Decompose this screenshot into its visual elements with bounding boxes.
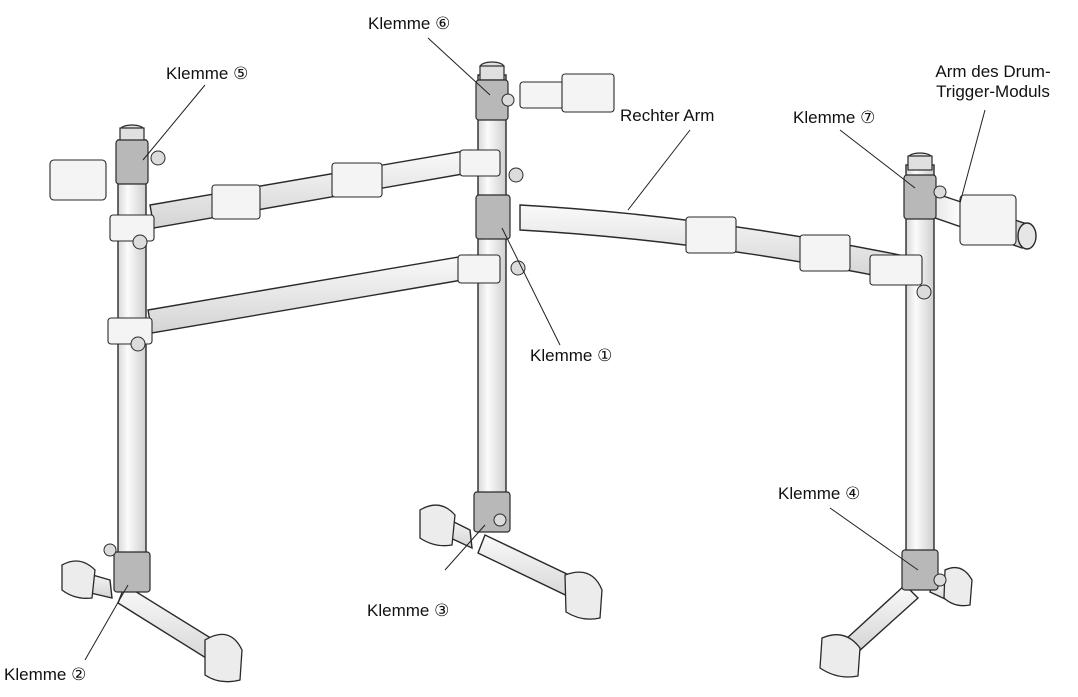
label-clamp4: Klemme ④	[778, 484, 861, 503]
foot-right-front	[819, 634, 861, 678]
clamp-7	[903, 174, 937, 220]
label-clamp5: Klemme ⑤	[166, 64, 249, 83]
leader-clamp4	[829, 507, 919, 571]
clamp-4	[901, 549, 939, 591]
leader-right-arm	[627, 129, 691, 211]
leader-clamp3	[444, 524, 486, 571]
clamp-3	[473, 491, 511, 533]
foot-center-front	[564, 571, 603, 620]
leader-clamp5	[142, 84, 206, 161]
label-module-arm-line1: Arm des Drum-	[935, 62, 1051, 81]
left-post	[117, 139, 147, 571]
foot-right-back	[943, 566, 973, 607]
foot-left-front	[204, 633, 243, 683]
label-right-arm: Rechter Arm	[620, 106, 715, 125]
label-clamp1: Klemme ①	[530, 346, 613, 365]
leader-clamp1	[501, 227, 561, 346]
center-post	[477, 74, 507, 526]
right-base-leg	[843, 584, 920, 653]
label-clamp6: Klemme ⑥	[368, 14, 451, 33]
left-upper-arm	[149, 149, 475, 229]
clamp-5	[115, 139, 149, 185]
clamp-2	[113, 551, 151, 593]
label-module-arm-line2: Trigger-Moduls	[936, 82, 1050, 101]
label-clamp3: Klemme ③	[367, 601, 450, 620]
label-clamp7: Klemme ⑦	[793, 108, 876, 127]
leader-clamp7	[839, 129, 916, 189]
left-lower-arm	[147, 254, 475, 334]
foot-center-back	[419, 504, 456, 547]
label-module-arm: Arm des Drum- Trigger-Moduls	[928, 62, 1058, 102]
foot-left-back	[61, 560, 96, 599]
leader-clamp6	[427, 37, 491, 96]
leader-clamp2	[84, 584, 129, 661]
clamp-1	[475, 194, 511, 240]
right-post	[905, 164, 935, 576]
label-clamp2: Klemme ②	[4, 665, 87, 684]
leader-module-arm	[959, 109, 986, 204]
